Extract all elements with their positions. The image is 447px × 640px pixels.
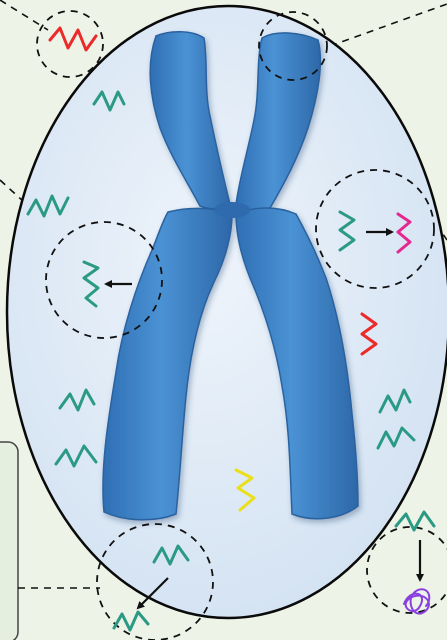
- tangled-squiggle-icon: [404, 589, 429, 613]
- squiggle-icon: [114, 612, 148, 630]
- info-panel: [0, 442, 18, 640]
- cell: [7, 6, 447, 618]
- centromere: [214, 202, 250, 218]
- squiggle-icon: [396, 512, 434, 530]
- squiggle-icon: [50, 28, 96, 50]
